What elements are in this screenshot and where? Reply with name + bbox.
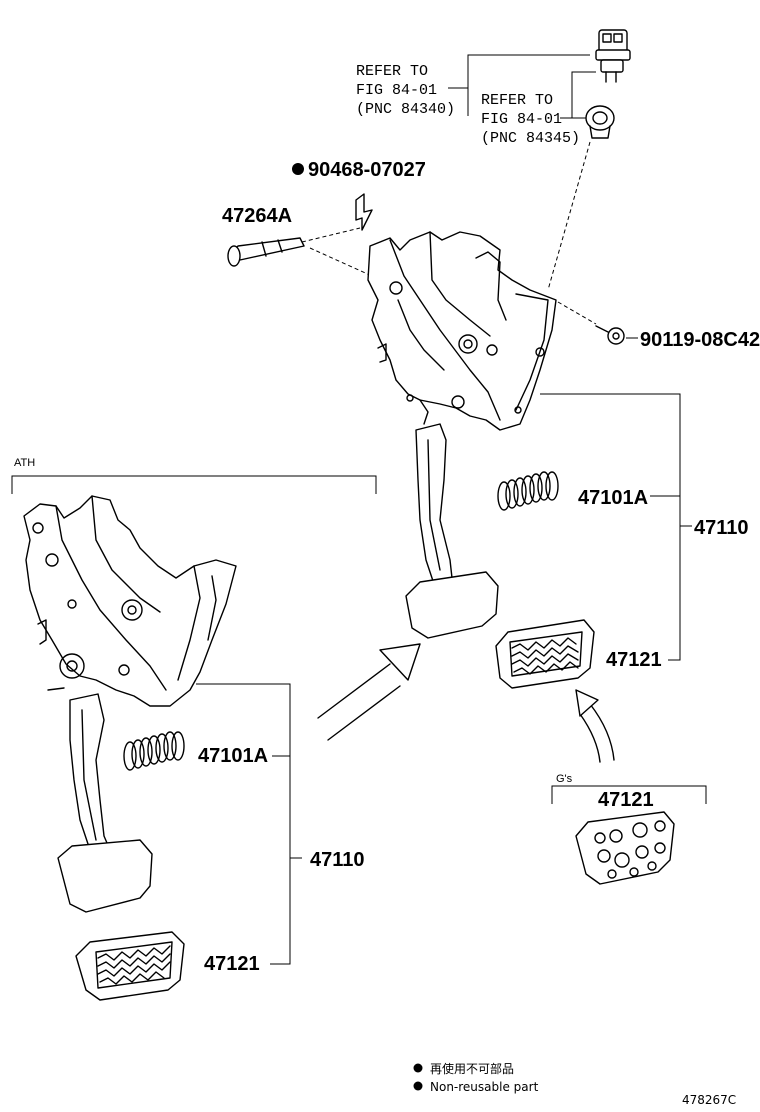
leader-line <box>540 393 681 661</box>
leader-line <box>196 683 291 965</box>
part-number-47101A: 47101A <box>578 487 648 509</box>
dash-line <box>301 227 361 243</box>
legend-text-english: Non-reusable part <box>430 1080 539 1094</box>
ref-line-1: REFER TO <box>481 92 553 109</box>
ref-line-3: (PNC 84345) <box>481 130 580 147</box>
clip-illustration <box>355 193 373 231</box>
bolt-illustration <box>595 325 625 345</box>
ref-line-3: (PNC 84340) <box>356 101 455 118</box>
part-number-47110: 47110 <box>310 849 365 871</box>
dash-line <box>557 301 597 325</box>
non-reusable-mark <box>413 1081 423 1091</box>
cushion-illustration <box>585 105 615 139</box>
part-number-47101A: 47101A <box>198 745 268 767</box>
sport-pedal-pad-illustration <box>575 811 675 885</box>
reference-note-84345: REFER TO FIG 84-01 (PNC 84345) <box>481 92 580 147</box>
arrow-icon <box>317 643 421 741</box>
group-label-ath: ATH <box>14 457 35 469</box>
part-number-47121: 47121 <box>598 789 654 811</box>
dash-line <box>547 141 591 291</box>
ref-line-2: FIG 84-01 <box>481 111 562 128</box>
leader-line <box>560 71 596 119</box>
part-number-47110: 47110 <box>694 517 749 539</box>
ref-line-1: REFER TO <box>356 63 428 80</box>
group-bracket <box>11 475 377 494</box>
group-label-gs: G's <box>556 773 573 785</box>
part-number-47264A: 47264A <box>222 205 292 227</box>
dash-line <box>309 247 373 277</box>
part-number-90119: 90119-08C42 <box>640 329 760 351</box>
spring-illustration <box>497 471 559 511</box>
pedal-pad-illustration <box>495 619 595 689</box>
legend-text-japanese: 再使用不可部品 <box>430 1061 514 1076</box>
stop-lamp-switch-illustration <box>595 29 631 83</box>
pedal-pad-illustration <box>75 931 185 1001</box>
part-number-47121: 47121 <box>606 649 662 671</box>
arrow-icon <box>575 689 615 763</box>
group-bracket <box>551 785 707 804</box>
brake-pedal-assembly-illustration <box>367 231 557 639</box>
reference-note-84340: REFER TO FIG 84-01 (PNC 84340) <box>356 63 455 118</box>
non-reusable-mark <box>292 163 304 175</box>
figure-id: 478267C <box>682 1093 736 1107</box>
ath-pedal-assembly-illustration <box>23 495 237 913</box>
leader-line <box>448 54 590 89</box>
spring-illustration <box>123 731 185 771</box>
pin-illustration <box>227 237 305 267</box>
non-reusable-mark <box>413 1063 423 1073</box>
ref-line-2: FIG 84-01 <box>356 82 437 99</box>
part-number-90468: 90468-07027 <box>308 159 426 181</box>
part-number-47121: 47121 <box>204 953 260 975</box>
